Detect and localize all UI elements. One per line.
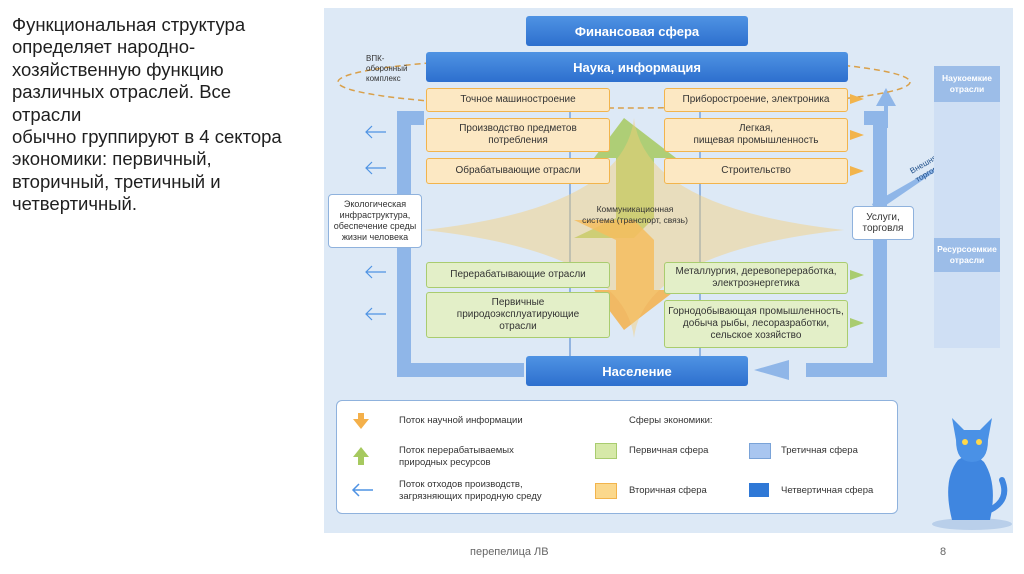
footer-author: перепелица ЛВ [470,546,549,558]
legend-resource-flow: Поток перерабатываемых природных ресурсо… [399,445,514,468]
population-bar: Население [526,356,748,386]
arrow-right-5 [850,318,864,328]
legend-panel: Поток научной информации Поток перерабат… [336,400,898,514]
vpk-label: ВПК- оборонный комплекс [366,54,408,83]
construction-box: Строительство [664,158,848,184]
resource-flow-arrow [574,118,676,238]
ecological-infrastructure-box: Экологическая инфраструктура, обеспечени… [328,194,422,248]
legend-waste-flow: Поток отходов производств, загрязняющих … [399,479,542,502]
page-number: 8 [940,546,947,558]
mining-agriculture-box: Горнодобывающая промышленность, добыча р… [664,300,848,348]
science-flow-legend-icon [353,413,369,429]
diagram-arrows [337,55,970,380]
bottom-right-arrowhead [754,360,789,380]
waste-arrow-3 [365,265,386,279]
waste-arrow-2 [365,161,386,175]
precision-engineering-box: Точное машиностроение [426,88,610,112]
legend-tertiary-sphere: Третичная сфера [781,445,858,456]
primary-sphere-swatch [595,443,617,459]
right-panel-lower [934,272,1000,348]
arrow-right-4 [850,270,864,280]
waste-flow-legend-icon [351,483,373,497]
quaternary-sphere-swatch [749,483,769,497]
legend-spheres-title: Сферы экономики: [629,415,713,426]
processing-industries-box: Перерабатывающие отрасли [426,262,610,288]
services-trade-box: Услуги, торговля [852,206,914,240]
light-food-industry-box: Легкая, пищевая промышленность [664,118,848,152]
consumer-goods-box: Производство предметов потребления [426,118,610,152]
waste-arrow-1 [365,125,386,139]
finance-sphere-bar: Финансовая сфера [526,16,748,46]
arrow-right-3 [850,166,864,176]
metallurgy-box: Металлургия, деревопереработка, электроэ… [664,262,848,294]
intro-text: Функциональная структура определяет наро… [12,14,282,215]
resource-flow-legend-icon [353,447,369,465]
communication-system-label: Коммуникационная система (транспорт, свя… [582,204,688,225]
primary-resource-industries-box: Первичные природоэксплуатирующие отрасли [426,292,610,338]
right-loop-arrow [806,111,887,377]
science-flow-arrow [574,220,676,330]
resource-intensive-panel: Ресурсоемкие отрасли [934,238,1000,272]
economy-structure-diagram: Финансовая сфера Наука, информация ВПК- … [324,8,1013,533]
right-panel-divider [934,102,1000,238]
science-information-bar: Наука, информация [426,52,848,82]
arrow-right-1 [850,94,864,104]
instrument-making-box: Приборостроение, электроника [664,88,848,112]
waste-arrow-4 [365,307,386,321]
secondary-sphere-swatch [595,483,617,499]
arrow-right-2 [850,130,864,140]
communication-star [424,118,844,338]
cat-illustration [932,418,1012,530]
tertiary-sphere-swatch [749,443,771,459]
vpk-ellipse [337,55,911,109]
science-intensive-panel: Наукоемкие отрасли [934,66,1000,102]
right-up-arrowhead [876,88,896,106]
legend-science-flow: Поток научной информации [399,415,523,426]
legend-primary-sphere: Первичная сфера [629,445,709,456]
legend-secondary-sphere: Вторичная сфера [629,485,707,496]
manufacturing-box: Обрабатывающие отрасли [426,158,610,184]
legend-quaternary-sphere: Четвертичная сфера [781,485,874,496]
